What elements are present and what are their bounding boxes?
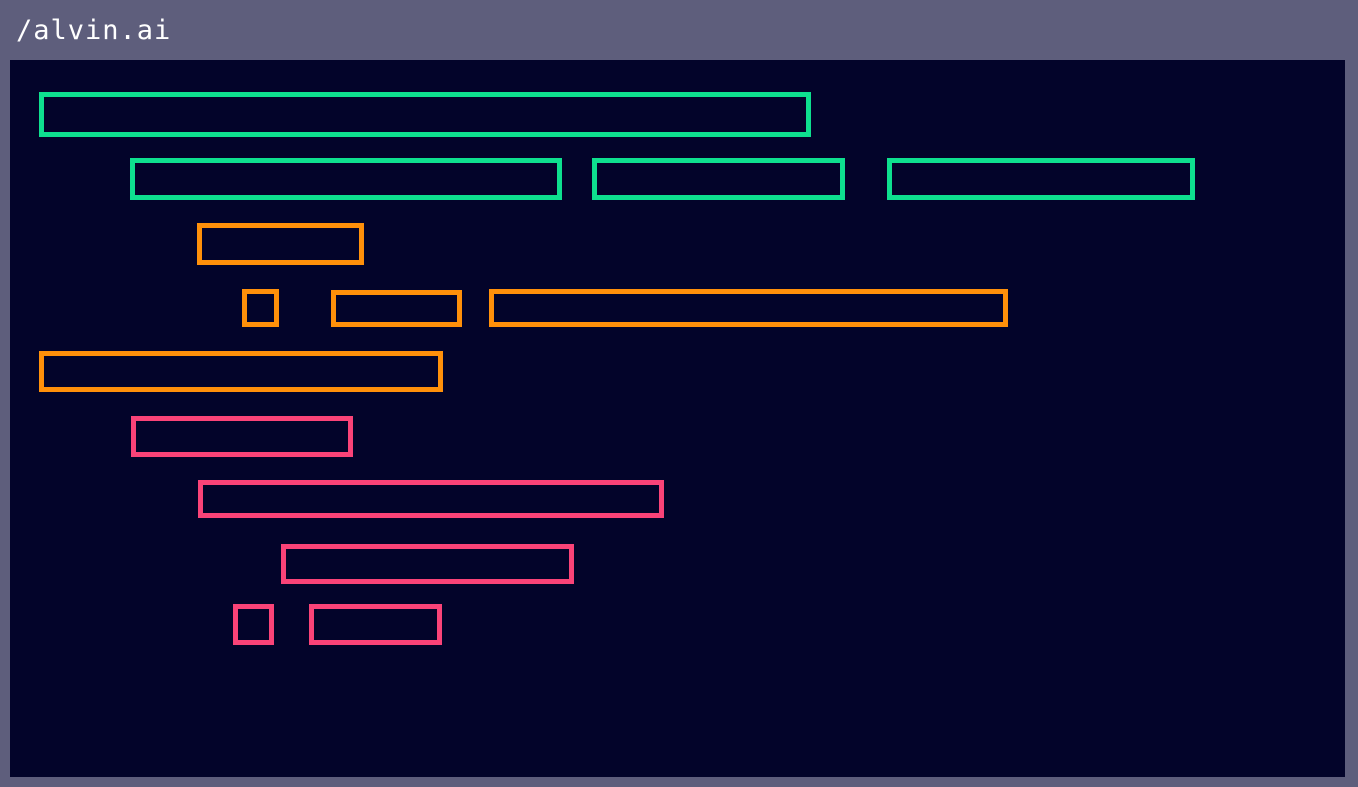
annotation-box-orange[interactable] — [39, 351, 443, 392]
annotation-box-pink[interactable] — [131, 416, 353, 457]
annotation-box-green[interactable] — [130, 158, 562, 200]
annotation-box-green[interactable] — [39, 92, 811, 137]
title-bar: /alvin.ai — [0, 0, 1358, 60]
annotation-box-pink[interactable] — [233, 604, 274, 645]
annotation-box-pink[interactable] — [309, 604, 442, 645]
annotation-box-orange[interactable] — [331, 290, 462, 327]
annotation-box-orange[interactable] — [197, 223, 364, 265]
page-title: /alvin.ai — [16, 14, 172, 46]
annotation-box-green[interactable] — [887, 158, 1195, 200]
annotation-box-orange[interactable] — [489, 289, 1008, 327]
annotation-box-pink[interactable] — [198, 480, 664, 518]
annotation-canvas — [10, 60, 1345, 777]
annotation-box-green[interactable] — [592, 158, 845, 200]
annotation-box-pink[interactable] — [281, 544, 574, 584]
annotation-box-orange[interactable] — [242, 289, 279, 327]
